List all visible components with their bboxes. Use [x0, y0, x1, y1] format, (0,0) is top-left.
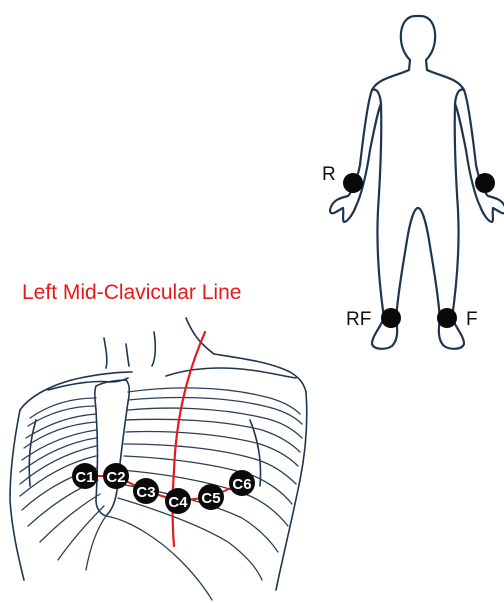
label-c1: C1 [75, 469, 94, 486]
line-label: Left Mid-Clavicular Line [22, 281, 241, 304]
neck-line [152, 332, 155, 366]
chest-outline [10, 318, 307, 590]
limb-electrodes: R RF F [322, 164, 495, 330]
electrode-rf [381, 308, 401, 328]
costal-margin [86, 516, 106, 570]
left-shoulder [20, 372, 132, 410]
label-c5: C5 [201, 490, 220, 507]
right-clavicle [166, 368, 296, 378]
neck-line [186, 318, 214, 354]
rib-right [124, 444, 296, 484]
rib-right [128, 408, 302, 438]
label-f: F [466, 309, 478, 330]
label-c3: C3 [136, 484, 155, 501]
arm-inner-line [455, 90, 464, 104]
neck-line [126, 344, 129, 366]
label-c6: C6 [232, 476, 251, 493]
electrode-r [343, 173, 363, 193]
right-shoulder [214, 354, 306, 392]
label-c2: C2 [106, 469, 125, 486]
label-c4: C4 [168, 494, 188, 511]
label-rf: RF [346, 309, 371, 330]
rib-right [126, 432, 298, 467]
ribs [20, 388, 302, 600]
costal-margin [106, 516, 212, 600]
electrode-l [475, 173, 495, 193]
neck-line [104, 338, 107, 368]
arm-inner-line [372, 90, 381, 104]
rib-left [26, 414, 96, 438]
sternum [95, 380, 129, 516]
label-r: R [322, 164, 336, 185]
rib-right [118, 498, 262, 580]
torso-right-side [276, 392, 307, 590]
rib-left [40, 494, 100, 542]
electrode-f [437, 308, 457, 328]
